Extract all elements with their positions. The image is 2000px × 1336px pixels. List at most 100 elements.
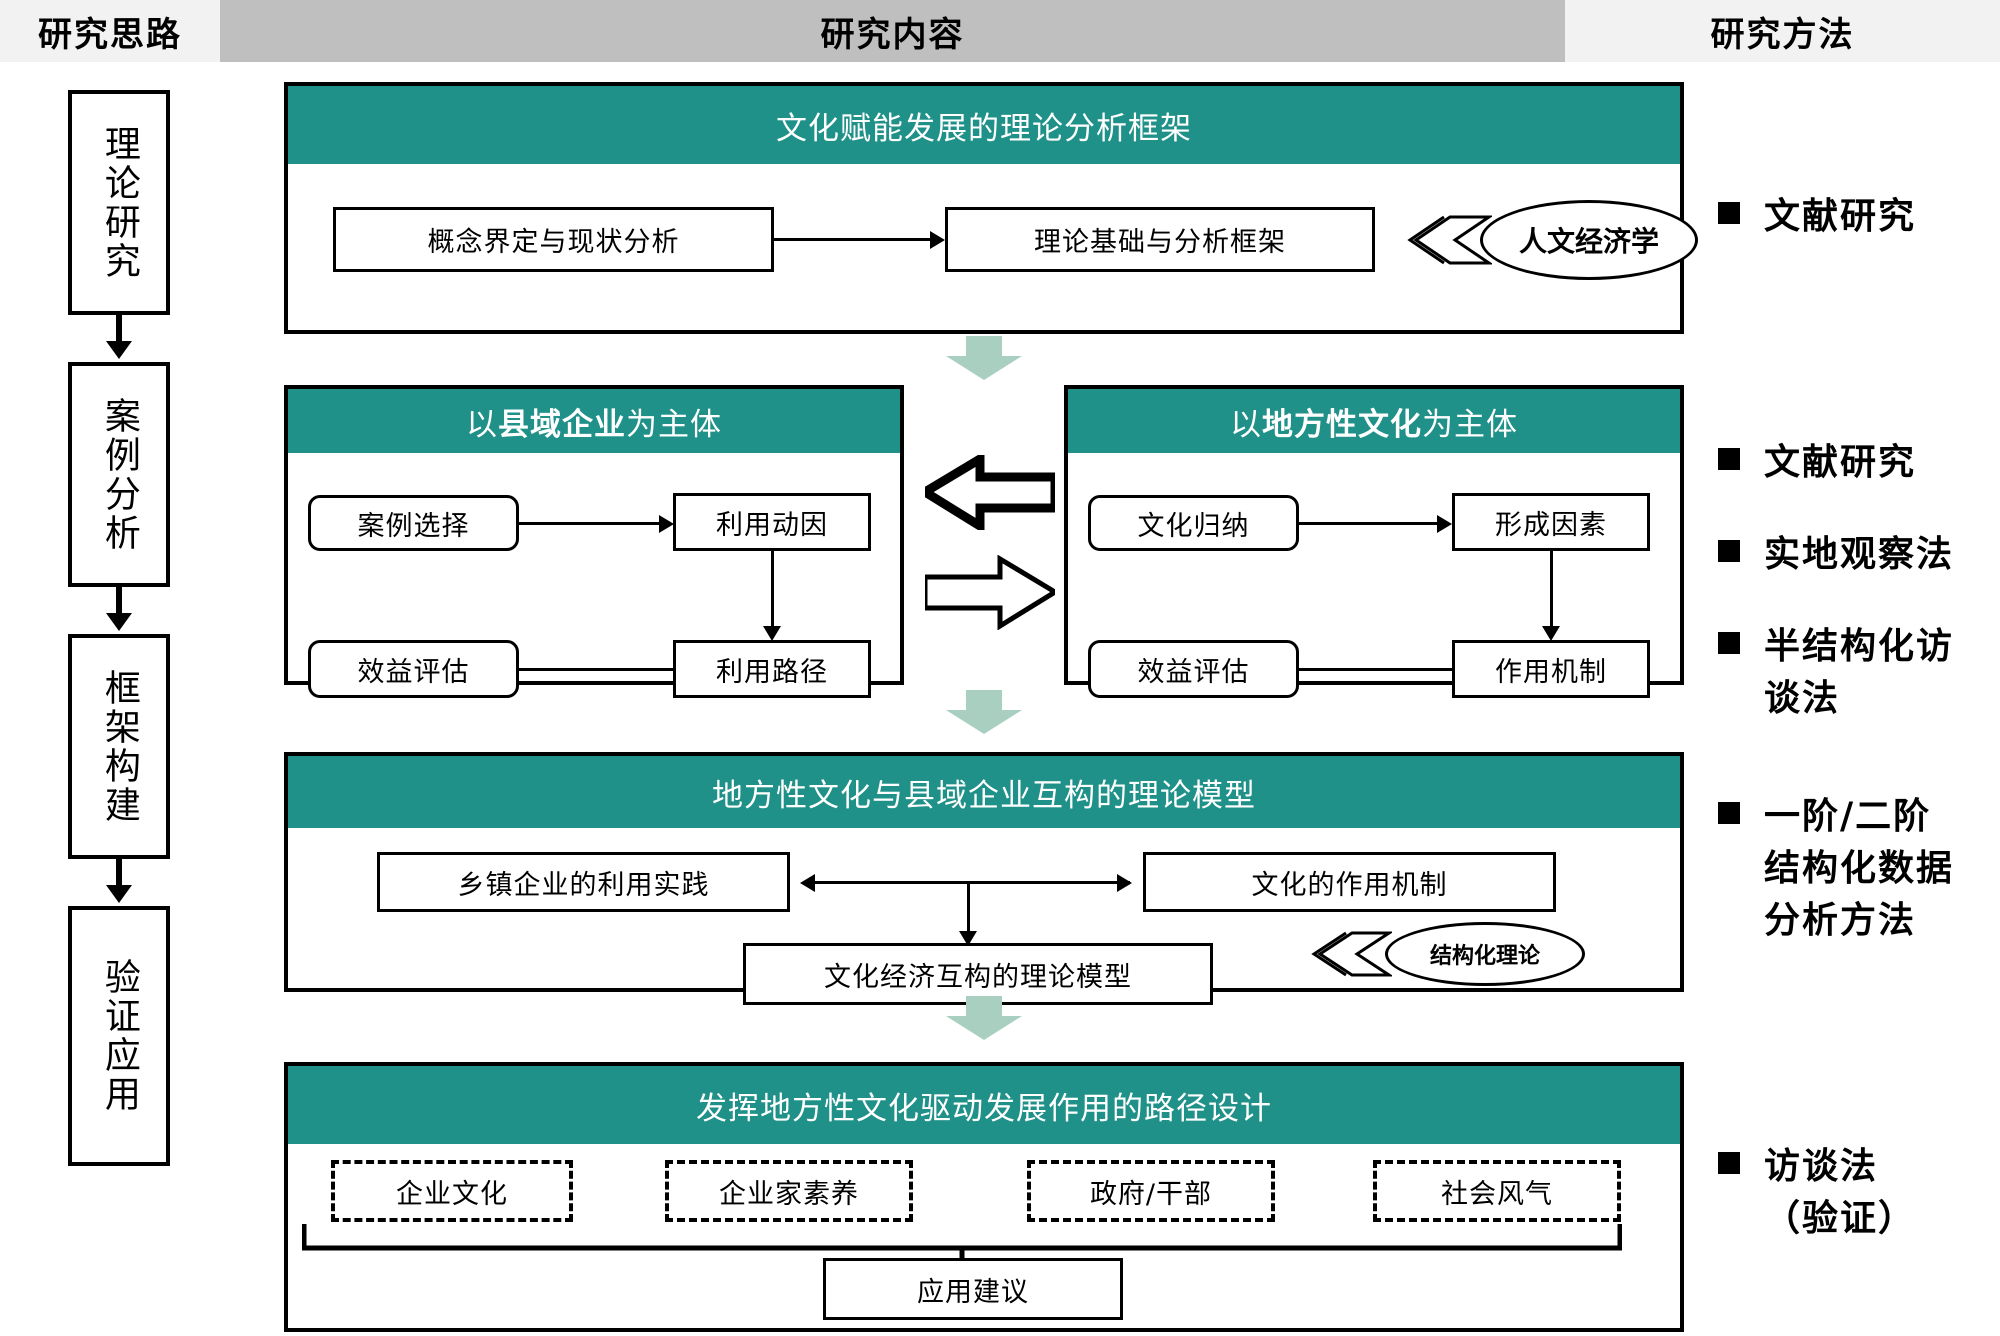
panel-application-title: 发挥地方性文化驱动发展作用的路径设计 — [288, 1066, 1680, 1144]
title-suffix: 为主体 — [1422, 406, 1518, 443]
connector-factors-to-mechanism-head — [1542, 626, 1560, 641]
bullet-square-icon — [1718, 202, 1740, 224]
green-connector-model-to-application — [946, 996, 1022, 1040]
connector-bidir-head-left — [800, 874, 815, 892]
connector-factors-to-mechanism — [1550, 551, 1553, 631]
connector-to-theory-model-head — [959, 931, 977, 946]
method-item-literature-1[interactable]: 文献研究 — [1718, 190, 1998, 242]
node-label: 利用路径 — [716, 656, 828, 688]
green-connector-case-to-model — [946, 690, 1022, 734]
method-label: 实地观察法 — [1764, 533, 1955, 575]
node-culture-action-mechanism[interactable]: 文化的作用机制 — [1143, 852, 1556, 912]
callout-structuration-theory[interactable]: 结构化理论 — [1385, 922, 1585, 986]
connector-to-theory-model — [967, 881, 970, 936]
stage-case-analysis[interactable]: 案例分析 — [68, 362, 170, 587]
callout-label: 人文经济学 — [1518, 225, 1659, 258]
stage-framework-construction[interactable]: 框架构建 — [68, 634, 170, 859]
method-item-structured-data-analysis[interactable]: 一阶/二阶 结构化数据 分析方法 — [1718, 790, 2000, 947]
method-item-semi-structured-interview[interactable]: 半结构化访 谈法 — [1718, 620, 2000, 724]
title-emphasis: 县域企业 — [498, 406, 626, 443]
chevron-left-icon-theory — [1394, 214, 1494, 266]
dashed-node-entrepreneur-quality[interactable]: 企业家素养 — [665, 1160, 913, 1222]
header-middle-band: 研究内容 — [220, 0, 1565, 62]
connector-concept-to-framework-head — [930, 231, 945, 249]
stage-arrow-2-head — [106, 613, 132, 631]
dashed-node-social-atmosphere[interactable]: 社会风气 — [1373, 1160, 1621, 1222]
node-label: 概念界定与现状分析 — [427, 227, 680, 258]
node-label: 作用机制 — [1495, 656, 1607, 688]
node-label: 文化归纳 — [1137, 510, 1250, 542]
node-label: 形成因素 — [1495, 509, 1607, 541]
node-benefit-evaluation-left[interactable]: 效益评估 — [308, 640, 519, 698]
title-prefix: 以 — [466, 406, 498, 443]
node-action-mechanism[interactable]: 作用机制 — [1452, 640, 1650, 698]
block-arrow-right-icon — [922, 554, 1060, 631]
block-arrow-left-icon — [916, 451, 1060, 535]
method-item-field-observation[interactable]: 实地观察法 — [1718, 528, 2000, 580]
node-theory-basis[interactable]: 理论基础与分析框架 — [945, 207, 1375, 272]
node-label: 社会风气 — [1441, 1178, 1553, 1210]
panel-model-title: 地方性文化与县域企业互构的理论模型 — [288, 756, 1680, 828]
node-utilization-path[interactable]: 利用路径 — [673, 640, 871, 698]
node-benefit-evaluation-right[interactable]: 效益评估 — [1088, 640, 1299, 698]
node-label: 利用动因 — [716, 509, 828, 541]
bullet-square-icon — [1718, 802, 1740, 824]
panel-theory-title: 文化赋能发展的理论分析框架 — [288, 86, 1680, 164]
callout-label: 结构化理论 — [1429, 943, 1540, 969]
header-middle-title: 研究内容 — [820, 14, 965, 55]
stage-label: 验证应用 — [98, 958, 140, 1114]
bullet-square-icon — [1718, 1152, 1740, 1174]
node-label: 效益评估 — [357, 656, 470, 688]
node-label: 案例选择 — [357, 510, 470, 542]
stage-label: 理论研究 — [98, 124, 140, 281]
node-label: 文化的作用机制 — [1251, 869, 1448, 901]
node-township-enterprise-practice[interactable]: 乡镇企业的利用实践 — [377, 852, 790, 912]
header-right-title: 研究方法 — [1710, 14, 1855, 55]
callout-humanistic-economics[interactable]: 人文经济学 — [1480, 200, 1698, 280]
connector-bidir-head-right — [1117, 874, 1132, 892]
connector-select-to-motive-head — [659, 515, 674, 533]
panel-case-right-title: 以地方性文化为主体 — [1068, 389, 1680, 453]
node-label: 乡镇企业的利用实践 — [457, 869, 710, 901]
connector-motive-to-path-head — [763, 626, 781, 641]
method-item-literature-2[interactable]: 文献研究 — [1718, 436, 1998, 488]
title-suffix: 为主体 — [626, 406, 722, 443]
bullet-square-icon — [1718, 448, 1740, 470]
stage-arrow-1 — [116, 315, 122, 343]
method-item-interview-validation[interactable]: 访谈法 （验证） — [1718, 1140, 2000, 1244]
method-label: 一阶/二阶 结构化数据 分析方法 — [1764, 795, 1955, 942]
connector-path-to-benefit — [423, 668, 673, 671]
node-label: 政府/干部 — [1089, 1178, 1213, 1210]
node-utilization-motive[interactable]: 利用动因 — [673, 493, 871, 551]
method-label: 访谈法 （验证） — [1764, 1145, 1917, 1240]
connector-mechanism-to-benefit — [1203, 668, 1453, 671]
stage-validation-application[interactable]: 验证应用 — [68, 906, 170, 1166]
node-formation-factors[interactable]: 形成因素 — [1452, 493, 1650, 551]
header-left-title: 研究思路 — [38, 14, 182, 55]
node-concept-definition[interactable]: 概念界定与现状分析 — [333, 207, 774, 272]
node-culture-summary[interactable]: 文化归纳 — [1088, 495, 1299, 551]
title-emphasis: 地方性文化 — [1262, 406, 1422, 443]
node-case-selection[interactable]: 案例选择 — [308, 495, 519, 551]
bullet-square-icon — [1718, 632, 1740, 654]
connector-summary-to-factors-head — [1437, 515, 1452, 533]
header-right-band: 研究方法 — [1565, 0, 2000, 62]
method-label: 文献研究 — [1764, 441, 1917, 483]
stage-label: 案例分析 — [98, 396, 140, 553]
dashed-node-government-cadre[interactable]: 政府/干部 — [1027, 1160, 1275, 1222]
node-label: 企业家素养 — [719, 1178, 859, 1210]
connector-summary-to-factors — [1299, 522, 1439, 525]
title-prefix: 以 — [1230, 406, 1262, 443]
connector-motive-to-path — [771, 551, 774, 631]
stage-label: 框架构建 — [98, 668, 140, 825]
method-label: 半结构化访 谈法 — [1764, 625, 1955, 720]
stage-arrow-3-head — [106, 885, 132, 903]
node-label: 企业文化 — [396, 1178, 508, 1210]
chevron-left-icon-model — [1300, 930, 1395, 978]
dashed-node-corporate-culture[interactable]: 企业文化 — [331, 1160, 573, 1222]
stage-theory-research[interactable]: 理论研究 — [68, 90, 170, 315]
method-label: 文献研究 — [1764, 195, 1917, 237]
stage-arrow-1-head — [106, 341, 132, 359]
node-label: 应用建议 — [917, 1276, 1029, 1308]
node-application-suggestion[interactable]: 应用建议 — [823, 1258, 1123, 1320]
